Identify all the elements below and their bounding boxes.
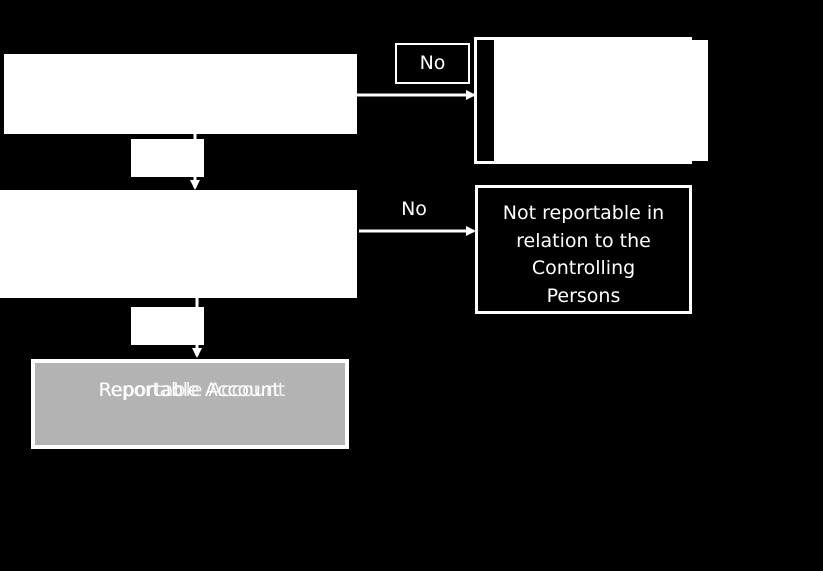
not-reportable-box: Not reportable in relation to the Contro… [475,185,692,314]
top-right-outcome-box [474,37,708,164]
yes-label-box-1 [131,139,204,177]
not-reportable-line-1: Not reportable in [502,202,665,224]
decision-box-2 [0,190,357,298]
not-reportable-line-4: Persons [546,285,621,307]
not-reportable-line-3: Controlling [531,257,636,279]
yes-label-box-2 [131,307,204,345]
not-reportable-line-2: relation to the [516,230,651,252]
top-right-outcome-box-right-notch [692,37,708,40]
reportable-account-label-overlay: Reportable Account [98,379,286,401]
decision-box-1 [4,54,357,134]
no-label-box-1: No [395,43,470,84]
no-label-2: No [401,198,427,220]
top-right-outcome-box-right-notch-bottom [692,161,708,164]
no-label-1: No [419,52,446,74]
top-right-outcome-box-left-edge [477,40,494,161]
reportable-account-box: Reportable Account Reportable Account [31,359,349,449]
reportable-account-label: Reportable Account [98,379,280,401]
